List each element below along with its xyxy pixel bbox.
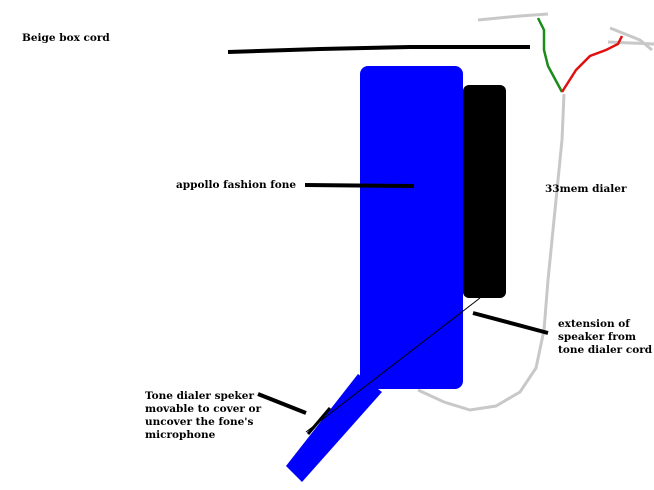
green-wire: [536, 17, 564, 93]
label-tone-line-3: uncover the fone's: [145, 416, 254, 428]
tone-dialer-speaker-arm: [286, 374, 382, 482]
gray-cord-top-left: [477, 12, 549, 22]
beige-box-cord: [227, 45, 530, 54]
pointer-tone-dialer-arm: [306, 407, 332, 435]
label-extension-of-speaker: extension of speaker from tone dialer co…: [558, 318, 652, 357]
label-tone-dialer-speker: Tone dialer speker movable to cover or u…: [145, 390, 261, 442]
label-33mem-dialer: 33mem dialer: [545, 183, 627, 195]
dialer-speaker-block: [463, 85, 506, 298]
dialer-gray-cord: [417, 93, 566, 412]
label-extension-line-3: tone dialer cord: [558, 344, 653, 356]
label-beige-box-cord: Beige box cord: [22, 32, 110, 44]
pointer-appollo-fone: [304, 183, 415, 188]
label-extension-line-1: extension of: [558, 318, 630, 330]
label-tone-line-4: microphone: [145, 429, 216, 441]
label-tone-line-1: Tone dialer speker: [145, 390, 254, 402]
pointer-extension: [472, 311, 549, 335]
phone-body: [360, 66, 463, 389]
label-appollo-fashion-fone: appollo fashion fone: [176, 179, 297, 191]
gray-cord-top-right: [607, 26, 654, 52]
label-extension-line-2: speaker from: [558, 331, 637, 343]
red-wire: [560, 35, 624, 93]
label-tone-line-2: movable to cover or: [145, 403, 262, 415]
speaker-extension-wire: [305, 297, 481, 433]
pointer-tone-dialer: [257, 392, 307, 415]
